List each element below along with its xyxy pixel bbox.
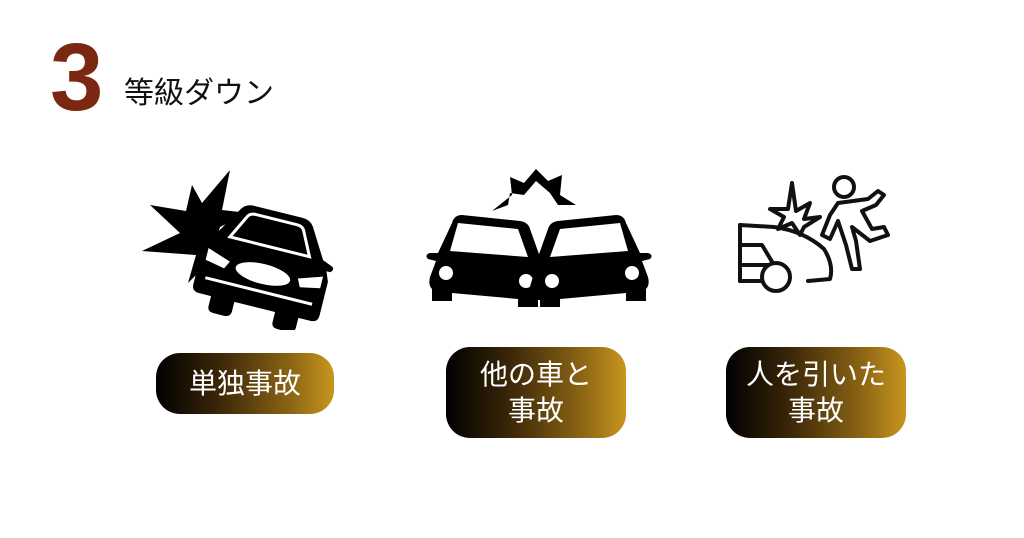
label-line: 事故 — [507, 393, 564, 427]
label-line: 単独事故 — [188, 366, 301, 400]
label-pedestrian-accident: 人を引いた 事故 — [726, 347, 906, 438]
pedestrian-hit-icon — [738, 175, 890, 293]
single-car-crash-icon — [142, 170, 334, 330]
step-number: 3 — [50, 24, 103, 131]
two-car-collision-icon — [426, 169, 652, 307]
page-title: 等級ダウン — [124, 76, 274, 111]
label-single-accident: 単独事故 — [156, 353, 334, 414]
label-line: 他の車と — [479, 357, 592, 391]
label-line: 事故 — [787, 393, 844, 427]
label-line: 人を引いた — [745, 357, 886, 391]
label-collision-with-car: 他の車と 事故 — [446, 347, 626, 438]
